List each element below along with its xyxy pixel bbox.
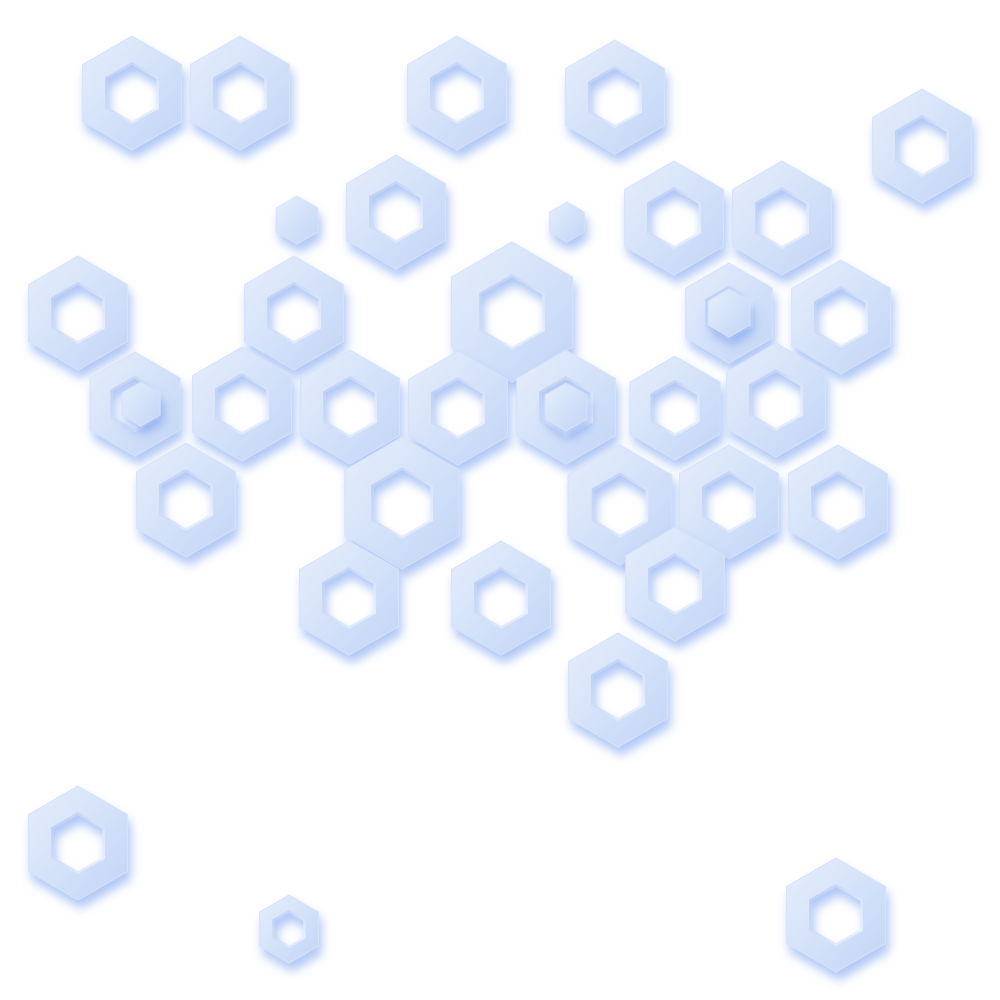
hexagon-ring-icon (408, 350, 508, 466)
hexagon-ring-icon (450, 241, 574, 383)
hexagon-solid-icon (121, 381, 161, 427)
hexagon-ring-icon (259, 894, 319, 964)
hexagon-ring-icon (629, 355, 721, 461)
hexagon-ring-icon (192, 346, 292, 462)
hexagon-ring-icon (732, 160, 832, 276)
hexagon-solid-icon (707, 288, 751, 338)
hexagon-solid-icon (544, 382, 588, 432)
hexagon-solid-icon (549, 201, 585, 243)
hexagon-ring-icon (726, 342, 826, 458)
hexagon-ring-icon (791, 259, 891, 375)
hexagon-ring-icon (300, 349, 400, 465)
hexagon-ring-icon (565, 39, 665, 155)
hexagon-ring-icon (82, 35, 182, 151)
hexagon-ring-icon (624, 160, 724, 276)
hexagon-ring-icon (190, 35, 290, 151)
hexagon-ring-icon (346, 154, 446, 270)
hexagon-ring-icon (244, 255, 344, 371)
hexagon-ring-icon (679, 444, 779, 560)
hexagon-ring-icon (299, 540, 399, 656)
hexagon-ring-icon (625, 526, 725, 642)
hexagon-ring-icon (568, 632, 668, 748)
hexagon-solid-icon (275, 195, 319, 245)
hexagon-ring-icon (685, 262, 773, 364)
hexagon-ring-icon (136, 442, 236, 558)
hexagon-ring-icon (788, 444, 888, 560)
hexagon-ring-icon (28, 255, 128, 371)
hexagon-ring-icon (872, 88, 972, 204)
hexagon-ring-icon (451, 540, 551, 656)
hexagon-ring-icon (407, 35, 507, 151)
hexagon-ring-icon (786, 857, 886, 973)
hexagon-ring-icon (516, 349, 616, 465)
hexagon-ring-icon (567, 444, 673, 566)
hexagon-ring-icon (344, 436, 460, 570)
hexagon-ring-icon (28, 785, 128, 901)
hexagon-ring-icon (89, 351, 181, 457)
